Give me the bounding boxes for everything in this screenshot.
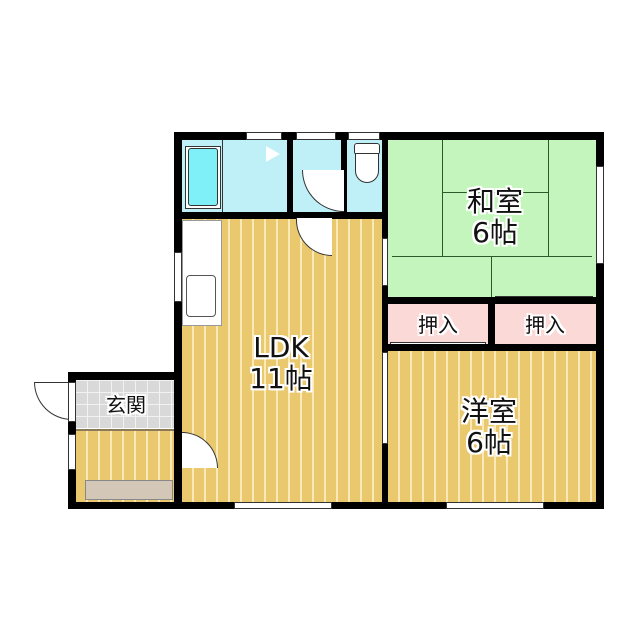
ldk-size: 11帖 [249,362,313,395]
window-washroom[interactable] [296,132,336,140]
washitsu-label: 和室 6帖 [440,186,550,248]
oshiire-right [494,303,596,345]
wall [174,132,604,140]
window-youshitsu-south[interactable] [446,502,544,509]
youshitsu-name: 洋室 [460,395,517,428]
window-ldk-west[interactable] [174,252,182,302]
bathtub-basin [188,148,218,206]
sliding-door-ldk-washitsu[interactable] [382,238,388,286]
bath-folding-door-icon[interactable] [266,146,280,162]
genkan-step-line [76,429,176,431]
wall [174,132,182,508]
ldk-label: LDK 11帖 [226,332,336,394]
tatami-line [442,140,443,256]
genkan-label: 玄関 [106,393,146,417]
shoe-box [85,480,173,500]
wall [341,132,347,216]
wall [68,372,182,380]
sink-icon [186,275,216,317]
youshitsu-size: 6帖 [466,426,512,459]
window-bath[interactable] [246,132,282,140]
bath-divider [222,140,223,212]
washitsu-size: 6帖 [472,216,518,249]
tatami-line [443,192,548,193]
youshitsu-label: 洋室 6帖 [434,396,544,458]
ldk-name: LDK [253,331,309,364]
genkan-tile [76,380,176,428]
wall [174,212,386,219]
entrance-door-frame [68,382,76,422]
tatami-line [491,256,492,298]
washitsu-name: 和室 [466,185,523,218]
toilet-bowl-icon [355,153,379,183]
wall [488,297,495,350]
youshitsu-room [388,350,596,502]
tatami-line [548,140,549,256]
tatami-line [392,256,592,257]
window-ldk-south[interactable] [234,502,332,509]
window-toilet[interactable] [348,132,380,140]
oshiire-left-label: 押入 [418,313,458,337]
oshiire-right-label: 押入 [525,313,565,337]
wall [382,132,388,508]
wall [287,132,293,216]
window-washitsu-east[interactable] [596,166,604,264]
wall [382,344,604,351]
genkan-window[interactable] [68,434,76,470]
oshiire-left [386,303,489,345]
sliding-door-ldk-youshitsu[interactable] [382,352,388,444]
wall [68,502,604,509]
wall [596,132,604,508]
